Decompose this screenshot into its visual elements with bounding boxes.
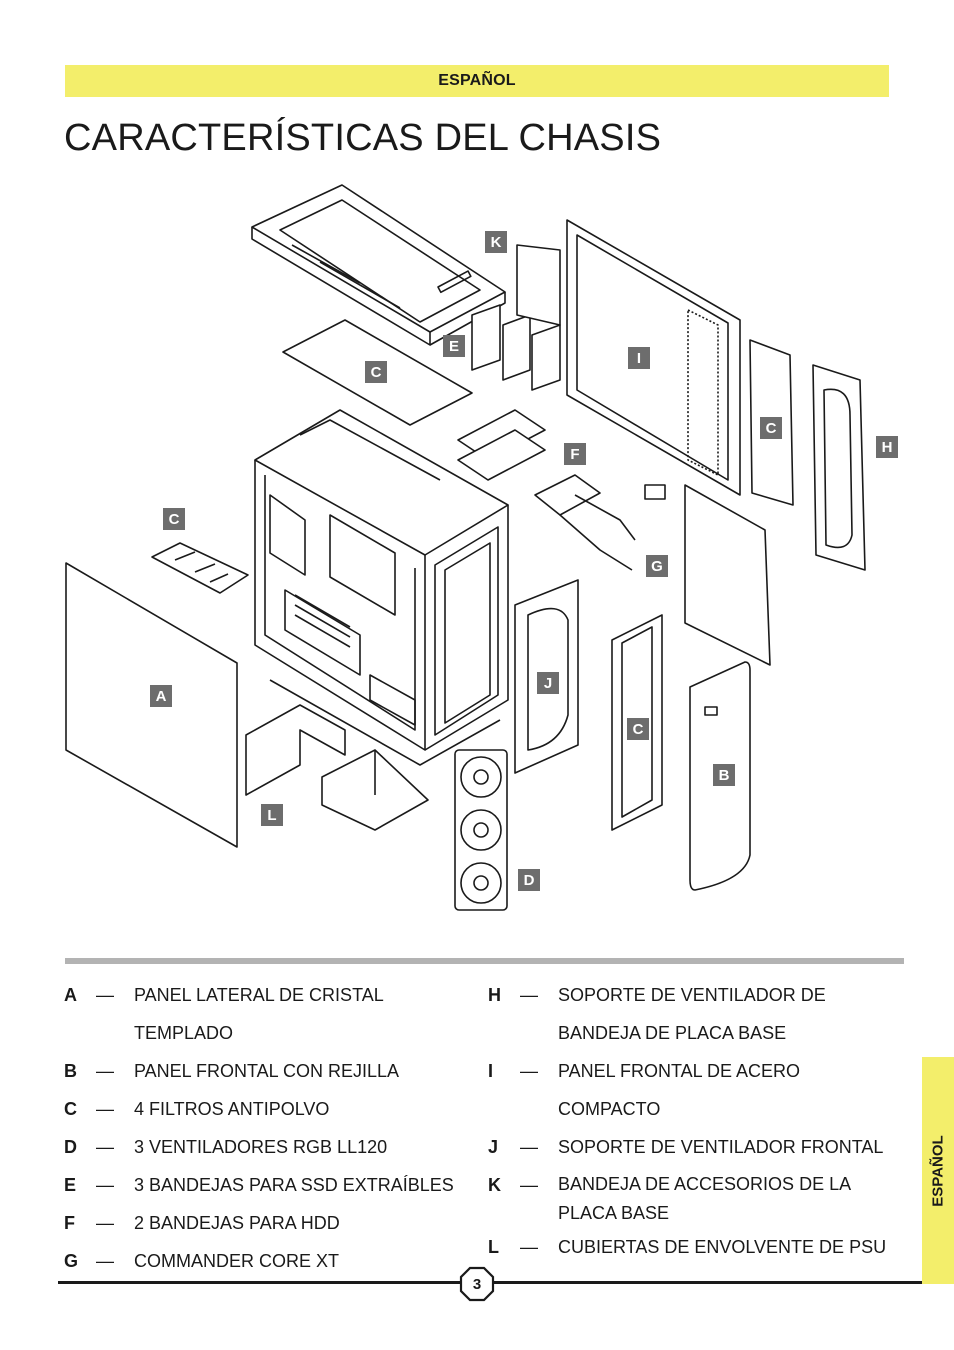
page-title: CARACTERÍSTICAS DEL CHASIS: [64, 117, 662, 159]
callout-c-front: C: [627, 718, 649, 740]
legend-letter: G: [64, 1251, 79, 1271]
callout-b: B: [713, 764, 735, 786]
legend-dash: —: [96, 1137, 114, 1157]
language-header-bar: ESPAÑOL: [65, 65, 889, 97]
fan-stack-drawing: [454, 749, 508, 911]
callout-d: D: [518, 869, 540, 891]
hdd-trays-drawing: [457, 409, 546, 481]
legend-description: 3 VENTILADORES RGB LL120: [134, 1137, 388, 1157]
legend-description: SOPORTE DE VENTILADOR DE BANDEJA DE PLAC…: [558, 976, 908, 1052]
cable-cover-drawing: [684, 484, 771, 666]
page-number-badge: 3: [459, 1266, 495, 1302]
page-number: 3: [472, 1275, 482, 1293]
legend-item-e: E — 3 BANDEJAS PARA SSD EXTRAÍBLES: [64, 1166, 474, 1204]
legend-item-d: D — 3 VENTILADORES RGB LL120: [64, 1128, 474, 1166]
callout-c-side: C: [163, 508, 185, 530]
callout-c-top: C: [365, 361, 387, 383]
legend-item-k: K — BANDEJA DE ACCESORIOS DE LA PLACA BA…: [488, 1166, 908, 1228]
language-side-tab: ESPAÑOL: [922, 1057, 954, 1284]
callout-j: J: [537, 672, 559, 694]
page-number-octagon-icon: [459, 1266, 495, 1302]
legend-description: PANEL FRONTAL DE ACERO COMPACTO: [558, 1052, 908, 1128]
legend-item-g: G — COMMANDER CORE XT: [64, 1242, 474, 1280]
legend-letter: A: [64, 985, 77, 1005]
callout-c-right: C: [760, 417, 782, 439]
legend-letter: K: [488, 1175, 501, 1195]
legend-letter: L: [488, 1237, 499, 1257]
callout-g: G: [646, 555, 668, 577]
legend-line: SOPORTE DE VENTILADOR DE: [558, 985, 826, 1005]
language-header-label: ESPAÑOL: [438, 72, 516, 89]
psu-shroud-drawing: [245, 704, 429, 831]
legend-item-h: H — SOPORTE DE VENTILADOR DE BANDEJA DE …: [488, 976, 908, 1052]
legend-description: CUBIERTAS DE ENVOLVENTE DE PSU: [558, 1237, 887, 1257]
legend-item-j: J — SOPORTE DE VENTILADOR FRONTAL: [488, 1128, 908, 1166]
legend-line: PANEL FRONTAL DE ACERO: [558, 1061, 801, 1081]
legend-description: COMMANDER CORE XT: [134, 1251, 340, 1271]
legend-item-c: C — 4 FILTROS ANTIPOLVO: [64, 1090, 474, 1128]
legend-item-a: A — PANEL LATERAL DE CRISTAL TEMPLADO: [64, 976, 474, 1052]
legend-dash: —: [96, 985, 114, 1005]
accessory-tray-drawing: [516, 244, 561, 326]
callout-l: L: [261, 804, 283, 826]
legend-dash: —: [520, 1137, 538, 1157]
legend-description: SOPORTE DE VENTILADOR FRONTAL: [558, 1137, 884, 1157]
callout-k: K: [485, 231, 507, 253]
callout-e: E: [443, 335, 465, 357]
legend-letter: J: [488, 1137, 499, 1157]
legend-dash: —: [96, 1251, 114, 1271]
legend-letter: E: [64, 1175, 77, 1195]
legend-dash: —: [96, 1175, 114, 1195]
legend-letter: H: [488, 985, 501, 1005]
legend-description: 4 FILTROS ANTIPOLVO: [134, 1099, 330, 1119]
legend-description: PANEL LATERAL DE CRISTAL TEMPLADO: [134, 976, 474, 1052]
legend-line: PLACA BASE: [558, 1203, 670, 1223]
legend-description: BANDEJA DE ACCESORIOS DE LA PLACA BASE: [558, 1166, 908, 1228]
legend-top-rule: [65, 958, 904, 964]
chassis-body-drawing: [254, 409, 509, 766]
motherboard-fan-bracket-drawing: [812, 364, 866, 571]
legend-description: 2 BANDEJAS PARA HDD: [134, 1213, 340, 1233]
legend-dash: —: [520, 985, 538, 1005]
exploded-chassis-diagram: K E C I C H F C G J A C B L D: [0, 175, 954, 945]
legend-letter: B: [64, 1061, 77, 1081]
legend-line: PANEL LATERAL DE CRISTAL: [134, 985, 384, 1005]
legend-item-b: B — PANEL FRONTAL CON REJILLA: [64, 1052, 474, 1090]
language-side-tab-label: ESPAÑOL: [929, 1134, 947, 1207]
legend-description: 3 BANDEJAS PARA SSD EXTRAÍBLES: [134, 1175, 454, 1195]
legend-letter: I: [488, 1061, 494, 1081]
steel-front-panel-drawing: [566, 219, 741, 496]
ssd-trays-drawing: [471, 304, 561, 391]
legend-letter: C: [64, 1099, 77, 1119]
legend-line: TEMPLADO: [134, 1023, 234, 1043]
callout-a: A: [150, 685, 172, 707]
legend-item-l: L — CUBIERTAS DE ENVOLVENTE DE PSU: [488, 1228, 908, 1266]
legend-line: COMPACTO: [558, 1099, 661, 1119]
legend-item-i: I — PANEL FRONTAL DE ACERO COMPACTO: [488, 1052, 908, 1128]
legend-item-f: F — 2 BANDEJAS PARA HDD: [64, 1204, 474, 1242]
commander-core-drawing: [534, 474, 666, 571]
legend-dash: —: [520, 1061, 538, 1081]
legend-dash: —: [520, 1175, 538, 1195]
top-panel-drawing: [251, 184, 506, 346]
legend-dash: —: [520, 1237, 538, 1257]
legend-dash: —: [96, 1061, 114, 1081]
side-dust-filter-drawing: [151, 542, 249, 594]
legend-description: PANEL FRONTAL CON REJILLA: [134, 1061, 400, 1081]
legend-line: BANDEJA DE ACCESORIOS DE LA: [558, 1174, 852, 1194]
legend-line: BANDEJA DE PLACA BASE: [558, 1023, 787, 1043]
legend-letter: D: [64, 1137, 77, 1157]
callout-f: F: [564, 443, 586, 465]
legend-left-column: A — PANEL LATERAL DE CRISTAL TEMPLADO B …: [64, 976, 474, 1280]
callout-h: H: [876, 436, 898, 458]
legend-right-column: H — SOPORTE DE VENTILADOR DE BANDEJA DE …: [488, 976, 908, 1266]
legend-dash: —: [96, 1099, 114, 1119]
legend-dash: —: [96, 1213, 114, 1233]
callout-i: I: [628, 347, 650, 369]
legend-letter: F: [64, 1213, 75, 1233]
